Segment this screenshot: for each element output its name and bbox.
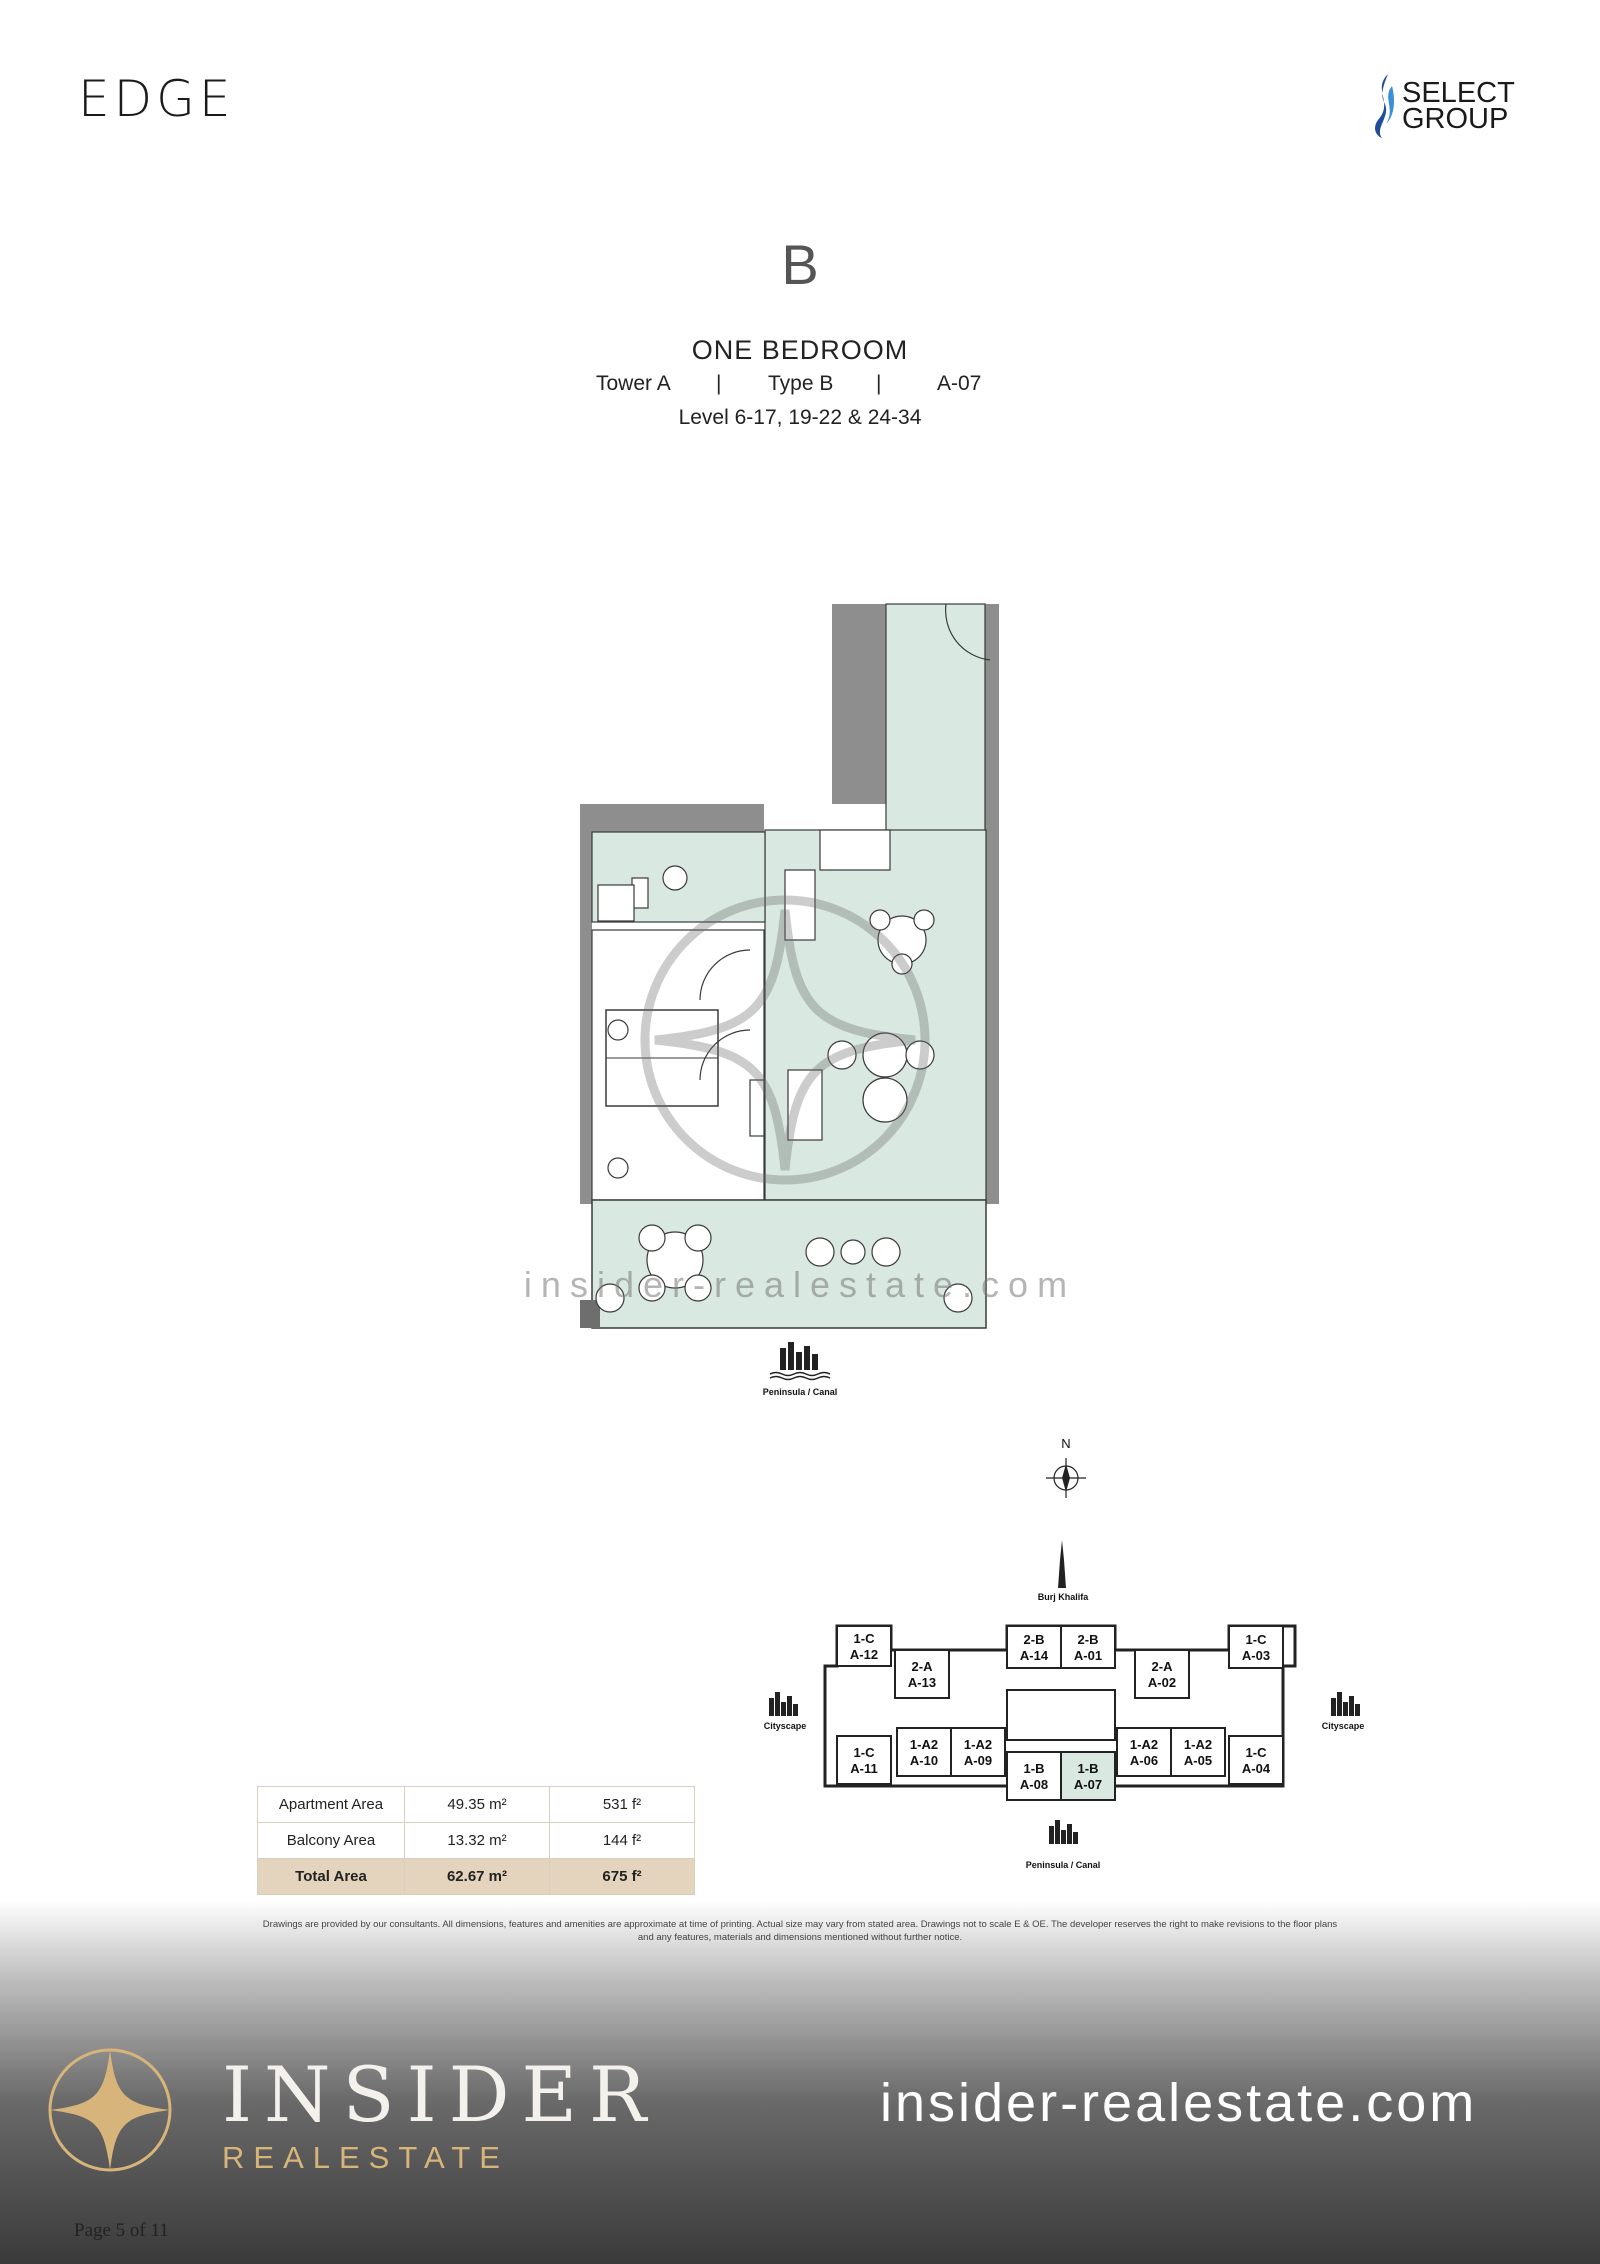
skyline-icon xyxy=(769,1342,831,1381)
insider-star-logo-icon xyxy=(48,2048,172,2172)
plan-doors xyxy=(699,603,991,1081)
key-plan: Burj Khalifa Cityscape Cityscape Peninsu… xyxy=(755,1540,1375,1880)
key-plan-unit-id: A-07 xyxy=(1074,1777,1102,1792)
area-sqm: 13.32 m² xyxy=(404,1822,550,1859)
disclaimer-line2: and any features, materials and dimensio… xyxy=(637,1932,963,1943)
page-number: Page 5 of 11 xyxy=(74,2220,169,2241)
key-plan-unit-type: 1-A2 xyxy=(1184,1737,1212,1752)
key-plan-unit-type: 1-C xyxy=(1246,1632,1268,1647)
disclaimer: Drawings are provided by our consultants… xyxy=(230,1918,1370,1944)
key-plan-unit-type: 2-B xyxy=(1024,1632,1045,1647)
unit-letter: B xyxy=(781,233,819,296)
disclaimer-line1: Drawings are provided by our consultants… xyxy=(262,1919,1338,1930)
key-plan-core xyxy=(1006,1689,1116,1741)
key-plan-unit-id: A-06 xyxy=(1130,1753,1158,1768)
unit-title: ONE BEDROOM xyxy=(691,335,909,365)
north-label: N xyxy=(1061,1436,1071,1451)
key-plan-top-label: Burj Khalifa xyxy=(1037,1592,1089,1602)
plan-watermark-emblem xyxy=(640,895,930,1185)
unit-type: Type B xyxy=(768,372,834,395)
footer-banner xyxy=(0,1900,1600,2264)
key-plan-unit-type: 2-A xyxy=(1152,1659,1174,1674)
area-label: Apartment Area xyxy=(257,1786,405,1823)
key-plan-unit-id: A-11 xyxy=(850,1761,877,1776)
key-plan-unit-id: A-08 xyxy=(1020,1777,1048,1792)
key-plan-unit-box xyxy=(1060,1751,1116,1801)
key-plan-unit-box xyxy=(1134,1649,1190,1699)
unit-number: A-07 xyxy=(937,372,982,395)
key-plan-unit-id: A-13 xyxy=(908,1675,936,1690)
unit-separator-1: | xyxy=(716,372,722,395)
unit-separator-2: | xyxy=(876,372,882,395)
key-plan-unit-box xyxy=(950,1727,1006,1777)
key-plan-unit-box xyxy=(836,1625,892,1667)
plan-view-indicator: Peninsula / Canal xyxy=(758,1340,842,1397)
key-plan-unit-id: A-04 xyxy=(1242,1761,1271,1776)
key-plan-unit-type: 2-B xyxy=(1078,1632,1099,1647)
edge-logo-text: EDGE xyxy=(78,70,235,128)
key-plan-unit-box xyxy=(1116,1727,1172,1777)
key-plan-unit-box xyxy=(1170,1727,1226,1777)
area-table: Apartment Area 49.35 m² 531 f² Balcony A… xyxy=(257,1786,695,1895)
plan-watermark-text: insider-realestate.com xyxy=(523,1264,1077,1305)
key-plan-unit-box xyxy=(1228,1735,1284,1785)
key-plan-unit-type: 2-A xyxy=(912,1659,934,1674)
key-plan-unit-id: A-09 xyxy=(964,1753,992,1768)
key-plan-unit-type: 1-A2 xyxy=(1130,1737,1158,1752)
area-sqm: 49.35 m² xyxy=(404,1786,550,1823)
plan-walls xyxy=(580,604,999,1204)
key-plan-unit-type: 1-C xyxy=(854,1631,876,1646)
select-group-flame-icon xyxy=(1375,74,1394,138)
key-plan-unit-type: 1-B xyxy=(1078,1761,1099,1776)
select-group-line2: GROUP xyxy=(1402,103,1509,135)
unit-tower: Tower A xyxy=(596,372,671,395)
footer-brand-sub: REALESTATE xyxy=(222,2140,509,2175)
area-row-balcony: Balcony Area 13.32 m² 144 f² xyxy=(257,1822,695,1859)
select-group-logo: SELECT GROUP xyxy=(1370,72,1515,140)
key-plan-unit-box xyxy=(896,1727,952,1777)
key-plan-right-label: Cityscape xyxy=(1321,1721,1365,1731)
key-plan-bottom-label: Peninsula / Canal xyxy=(1025,1860,1101,1870)
compass-icon xyxy=(1046,1458,1086,1498)
key-plan-unit-box xyxy=(894,1649,950,1699)
area-label: Total Area xyxy=(257,1858,405,1895)
key-plan-unit-id: A-05 xyxy=(1184,1753,1212,1768)
unit-levels: Level 6-17, 19-22 & 24-34 xyxy=(678,406,922,429)
plan-view-label: Peninsula / Canal xyxy=(762,1387,838,1397)
key-plan-unit-id: A-01 xyxy=(1074,1648,1102,1663)
key-plan-unit-type: 1-C xyxy=(1246,1745,1268,1760)
key-plan-unit-type: 1-A2 xyxy=(964,1737,992,1752)
key-plan-unit-box xyxy=(836,1735,892,1785)
key-plan-drawing: 1-CA-122-AA-132-BA-142-BA-012-AA-021-CA-… xyxy=(769,1624,1360,1844)
key-plan-unit-type: 1-A2 xyxy=(910,1737,938,1752)
key-plan-unit-id: A-02 xyxy=(1148,1675,1176,1690)
key-plan-unit-type: 1-C xyxy=(854,1745,876,1760)
area-row-apartment: Apartment Area 49.35 m² 531 f² xyxy=(257,1786,695,1823)
key-plan-unit-box xyxy=(1006,1751,1062,1801)
key-plan-right-skyline-icon xyxy=(1331,1692,1360,1716)
footer-website-link[interactable]: insider-realestate.com xyxy=(880,2073,1478,2133)
key-plan-left-label: Cityscape xyxy=(763,1721,807,1731)
area-sqft: 531 f² xyxy=(549,1786,695,1823)
key-plan-unit-box xyxy=(1228,1625,1284,1669)
key-plan-unit-id: A-12 xyxy=(850,1647,878,1662)
key-plan-unit-box xyxy=(1060,1625,1116,1669)
area-label: Balcony Area xyxy=(257,1822,405,1859)
area-sqft: 144 f² xyxy=(549,1822,695,1859)
edge-logo: EDGE xyxy=(78,70,234,128)
area-sqm: 62.67 m² xyxy=(404,1858,550,1895)
area-row-total: Total Area 62.67 m² 675 f² xyxy=(257,1858,695,1895)
key-plan-left-skyline-icon xyxy=(769,1692,798,1716)
key-plan-unit-id: A-03 xyxy=(1242,1648,1270,1663)
floor-plan xyxy=(580,603,999,1329)
footer-brand-word: INSIDER xyxy=(222,2050,659,2139)
key-plan-unit-id: A-14 xyxy=(1020,1648,1049,1663)
key-plan-bottom-skyline-icon xyxy=(1049,1820,1078,1844)
area-sqft: 675 f² xyxy=(549,1858,695,1895)
plan-furniture xyxy=(595,829,973,1313)
burj-khalifa-icon xyxy=(1058,1540,1066,1588)
select-group-line1: SELECT xyxy=(1402,77,1515,109)
key-plan-unit-type: 1-B xyxy=(1024,1761,1045,1776)
key-plan-unit-id: A-10 xyxy=(910,1753,938,1768)
